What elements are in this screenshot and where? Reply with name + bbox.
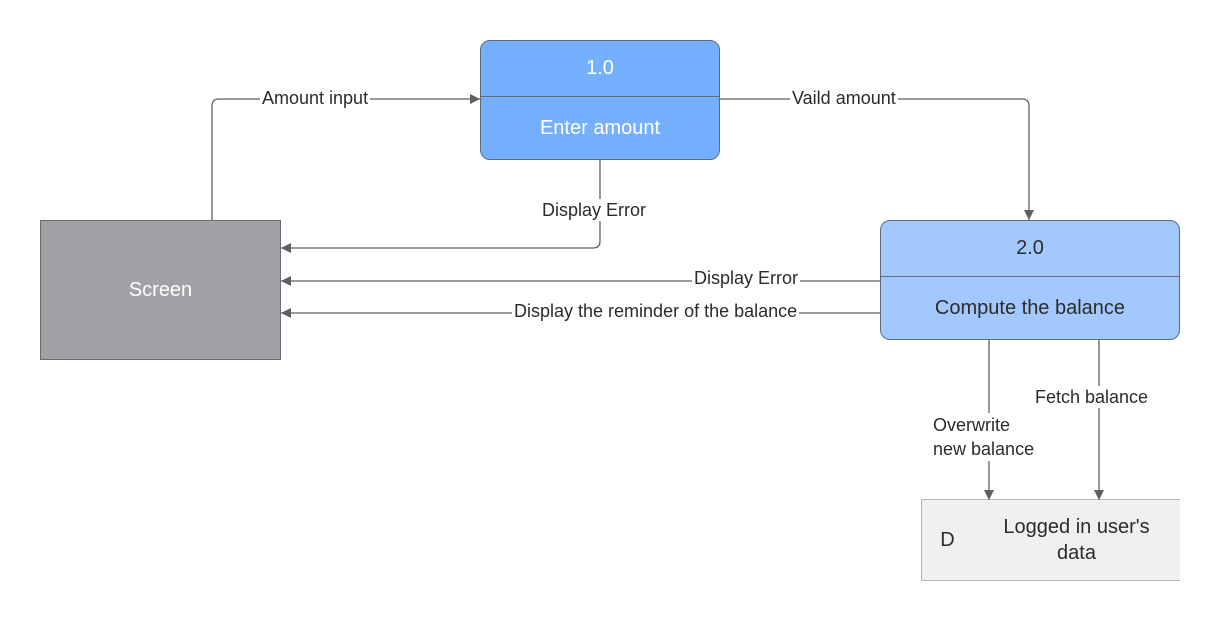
process-1-id: 1.0 [481, 41, 719, 97]
flow-display-error-1-line [281, 160, 601, 253]
entity-name: Screen [128, 278, 193, 301]
process-compute-balance[interactable]: 2.0 Compute the balance [880, 220, 1180, 340]
flow-label-overwrite-balance: Overwrite new balance [931, 413, 1037, 461]
flow-label-valid-amount: Vaild amount [790, 87, 898, 109]
flow-label-display-remainder: Display the reminder of the balance [512, 300, 800, 322]
data-store-name: Logged in user's data [1003, 516, 1150, 564]
flow-label-display-error-2: Display Error [692, 267, 801, 289]
process-2-name: Compute the balance [934, 296, 1126, 319]
flow-valid-amount-line [720, 98, 1034, 220]
data-store-id: D [940, 528, 955, 551]
process-2-id: 2.0 [881, 221, 1179, 277]
flow-label-fetch-balance: Fetch balance [1033, 386, 1151, 408]
flow-amount-input-line [211, 94, 480, 220]
flow-label-display-error-1: Display Error [540, 199, 649, 221]
process-1-name: Enter amount [539, 116, 661, 139]
flow-label-amount-input: Amount input [260, 87, 371, 109]
data-store[interactable]: D Logged in user's data [922, 500, 1180, 580]
process-enter-amount[interactable]: 1.0 Enter amount [480, 40, 720, 160]
external-entity-screen[interactable]: Screen [40, 220, 281, 360]
